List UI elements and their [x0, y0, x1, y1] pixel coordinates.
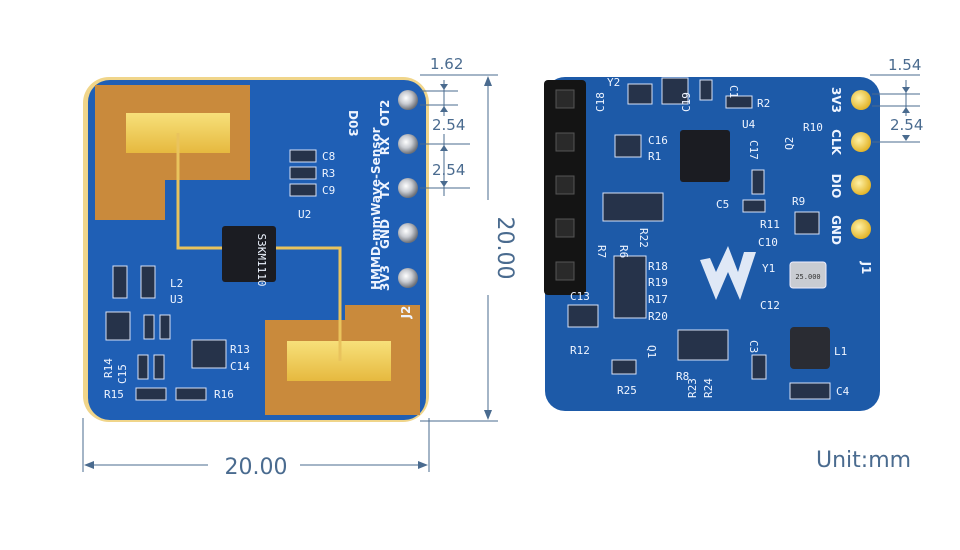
ref-r24: R24: [702, 378, 715, 398]
ref-r8: R8: [676, 370, 689, 383]
front-pin-via-5: [398, 268, 418, 288]
ref-r1: R1: [648, 150, 661, 163]
back-pin-pad-4: [851, 219, 871, 239]
ref-y1: Y1: [762, 262, 775, 275]
back-pin-label-dio: DIO: [829, 174, 843, 199]
ref-r15: R15: [104, 388, 124, 401]
mcu-chip: [680, 130, 730, 182]
ref-r7: R7: [595, 245, 608, 258]
ref-c1: C1: [727, 85, 740, 98]
ref-u3: U3: [170, 293, 183, 306]
ref-r23: R23: [686, 378, 699, 398]
ref-c9: C9: [322, 184, 335, 197]
ref-c17: C17: [747, 140, 760, 160]
ref-l2: L2: [170, 277, 183, 290]
ref-u2: U2: [298, 208, 311, 221]
back-pin-label-clk: CLK: [829, 129, 843, 155]
back-pin-label-3v3: 3V3: [829, 87, 843, 113]
ref-r16: R16: [214, 388, 234, 401]
ref-r14: R14: [102, 358, 115, 378]
ref-r18: R18: [648, 260, 668, 273]
crystal-label: 25.000: [795, 273, 820, 281]
front-pin-label-ot2: OT2: [378, 100, 392, 127]
front-pin-via-2: [398, 134, 418, 154]
front-pin-label-rx: RX: [378, 136, 392, 155]
ref-c13: C13: [570, 290, 590, 303]
front-passives: [105, 149, 317, 401]
ref-u4: U4: [742, 118, 756, 131]
front-pin-label-3v3: 3V3: [378, 265, 392, 291]
ref-r19: R19: [648, 276, 668, 289]
ref-c5: C5: [716, 198, 729, 211]
ref-r22: R22: [637, 228, 650, 248]
ref-r3: R3: [322, 167, 335, 180]
inductor-l1: [790, 327, 830, 369]
unit-label: Unit:mm: [816, 448, 911, 473]
ref-q1: Q1: [645, 345, 658, 358]
ref-q2: Q2: [783, 137, 796, 150]
ref-y2: Y2: [607, 76, 620, 89]
ref-c3: C3: [747, 340, 760, 353]
back-pin-pad-2: [851, 132, 871, 152]
radar-chip: [222, 226, 276, 282]
ref-r13: R13: [230, 343, 250, 356]
back-board: 25.000 Y2 C18 C19 C1 R2 C16: [544, 76, 880, 411]
back-pin-pad-1: [851, 90, 871, 110]
ref-l1: L1: [834, 345, 847, 358]
front-pin-via-1: [398, 90, 418, 110]
crystal: [789, 261, 827, 289]
dim-front-pitch-top: 1.62: [430, 55, 463, 73]
ref-c19: C19: [680, 92, 693, 112]
front-pin-label-gnd: GND: [378, 219, 392, 249]
back-passives: [567, 77, 831, 400]
front-pin-via-4: [398, 223, 418, 243]
radar-chip-label: S3KM1110: [255, 234, 268, 287]
front-board: S3KM1110 C8 R3 C9 U2 L2 U3 R13 C14 R14 C…: [83, 77, 429, 422]
front-connector-label: J2: [399, 306, 413, 320]
front-dimensions: 20.00 1.62 2.54 2.54 20.00: [82, 55, 517, 480]
ref-r20: R20: [648, 310, 668, 323]
ref-r9: R9: [792, 195, 805, 208]
back-pin-pad-3: [851, 175, 871, 195]
ref-c12: C12: [760, 299, 780, 312]
dim-height: 20.00: [492, 217, 517, 280]
ref-c8: C8: [322, 150, 335, 163]
front-pin-label-tx: TX: [378, 181, 392, 199]
waveshare-logo-icon: [700, 246, 756, 300]
ref-c18: C18: [594, 92, 607, 112]
ref-r17: R17: [648, 293, 668, 306]
dim-back-pitch-top: 1.54: [888, 56, 921, 74]
back-pin-label-gnd: GND: [829, 215, 843, 245]
ref-c16: C16: [648, 134, 668, 147]
header-pins: [555, 89, 575, 281]
ref-r6: R6: [617, 245, 630, 258]
ref-r25: R25: [617, 384, 637, 397]
ref-r2: R2: [757, 97, 770, 110]
dim-front-pitch-1: 2.54: [432, 116, 465, 134]
dim-width: 20.00: [225, 455, 288, 480]
dim-front-pitch-2: 2.54: [432, 161, 465, 179]
board-name: HMMD-mmWave-Sensor: [369, 127, 383, 290]
board-code: D03: [346, 110, 360, 137]
front-pin-via-3: [398, 178, 418, 198]
ref-c10: C10: [758, 236, 778, 249]
back-connector-label: J1: [859, 261, 873, 275]
ref-c14: C14: [230, 360, 250, 373]
ref-r11: R11: [760, 218, 780, 231]
ref-r12: R12: [570, 344, 590, 357]
feed-line-top: [176, 133, 226, 250]
dim-back-pitch-1: 2.54: [890, 116, 923, 134]
ref-c4: C4: [836, 385, 850, 398]
ref-r10: R10: [803, 121, 823, 134]
back-dimensions: 1.54 2.54: [870, 56, 923, 143]
ref-c15: C15: [116, 364, 129, 384]
feed-line-bottom: [274, 246, 342, 361]
